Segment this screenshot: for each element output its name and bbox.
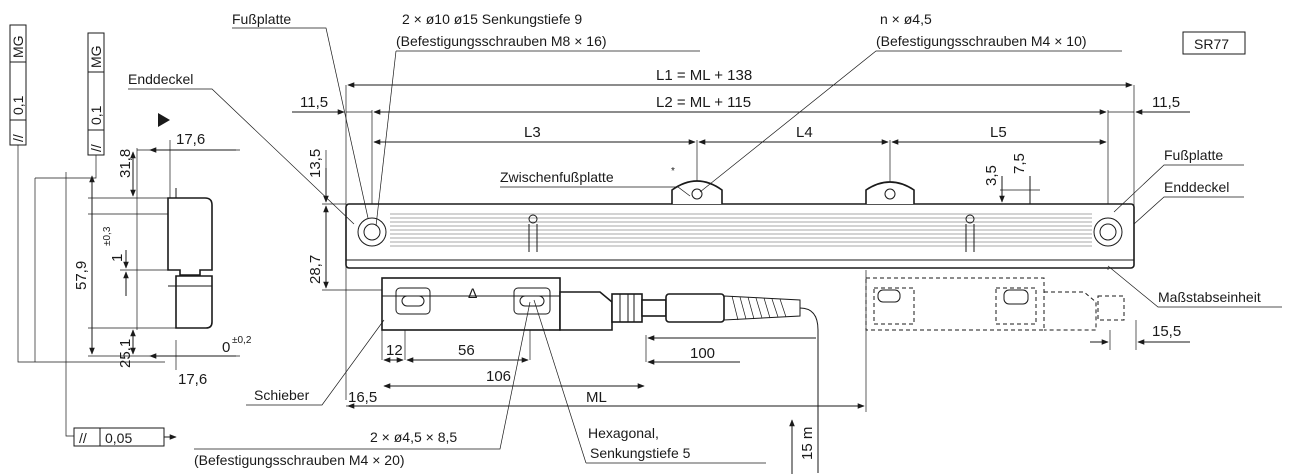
slider-alternate-position — [865, 277, 1125, 331]
side-dim-1: 1 — [109, 254, 126, 262]
dim-56: 56 — [458, 342, 475, 359]
label-slider-holes-screws: (Befestigungsschrauben M4 × 20) — [194, 452, 405, 468]
label-slider-holes: 2 × ø4,5 × 8,5 — [370, 429, 457, 445]
dim-11-5-right: 11,5 — [1152, 94, 1180, 111]
dim-ml: ML — [586, 389, 607, 406]
tf2-value: 0,1 — [88, 105, 104, 125]
delta-marker: Δ — [468, 285, 477, 301]
dim-13-5: 13,5 — [307, 149, 324, 178]
dim-l4: L4 — [796, 124, 813, 141]
label-enddeckel-right: Enddeckel — [1164, 179, 1229, 195]
dim-100: 100 — [690, 345, 715, 362]
slider-body — [381, 277, 561, 331]
dim-106: 106 — [486, 368, 511, 385]
dim-l1: L1 = ML + 138 — [656, 67, 752, 84]
side-profile-upper — [167, 197, 213, 276]
side-dim-57-9: 57,9 — [73, 261, 90, 290]
dim-16-5: 16,5 — [348, 389, 377, 406]
label-massstabseinheit: Maßstabseinheit — [1158, 289, 1261, 305]
intermediate-foot-right — [865, 181, 915, 204]
label-n-holes-screws: (Befestigungsschrauben M4 × 10) — [876, 33, 1087, 49]
callouts: Fußplatte Enddeckel 2 × ø10 ø15 Senkungs… — [128, 11, 1282, 468]
tf1-value: 0,1 — [10, 95, 26, 115]
label-zwischen-asterisk: * — [671, 166, 675, 177]
side-dim-1-tol: ±0,3 — [102, 226, 113, 246]
model-badge: SR77 — [1194, 36, 1229, 52]
cable-spring — [723, 295, 801, 321]
side-dim-17-6-top: 17,6 — [176, 131, 205, 148]
side-dim-17-6-bot: 17,6 — [178, 371, 207, 388]
dim-28-7: 28,7 — [307, 255, 324, 284]
label-n-holes: n × ø4,5 — [880, 11, 932, 27]
label-zwischenfussplatte: Zwischenfußplatte — [500, 169, 614, 185]
tf1-symbol: // — [10, 134, 26, 142]
tf2-symbol: // — [88, 144, 104, 152]
dim-7-5: 7,5 — [1011, 153, 1028, 174]
tf3-value: 0,05 — [105, 430, 132, 446]
label-fussplatte-left: Fußplatte — [232, 11, 291, 27]
dim-cable-15m: 15 m — [799, 427, 816, 460]
dim-l2: L2 = ML + 115 — [656, 94, 751, 111]
side-dim-0-tol: ±0,2 — [232, 335, 252, 346]
label-bolt-holes-screws: (Befestigungsschrauben M8 × 16) — [396, 33, 607, 49]
dim-l3: L3 — [524, 124, 541, 141]
dim-15-5: 15,5 — [1152, 323, 1181, 340]
dim-l5: L5 — [990, 124, 1007, 141]
label-bolt-holes: 2 × ø10 ø15 Senkungstiefe 9 — [402, 11, 582, 27]
side-dim-31-8: 31,8 — [117, 149, 134, 178]
label-schieber: Schieber — [254, 387, 310, 403]
scale-grooves — [390, 213, 1092, 247]
dim-12: 12 — [386, 342, 403, 359]
tf3-symbol: // — [79, 430, 87, 446]
side-view: // 0,1 MG // 0,1 MG — [9, 24, 252, 447]
label-enddeckel-left: Enddeckel — [128, 71, 193, 87]
tolerance-frame-1: // 0,1 MG — [9, 24, 27, 146]
tf1-datum: MG — [10, 35, 26, 58]
side-dim-0: 0 — [222, 339, 230, 356]
side-dim-25-1: 25,1 — [117, 339, 134, 368]
dim-11-5-left: 11,5 — [300, 94, 328, 111]
front-view: L1 = ML + 138 L2 = ML + 115 11,5 11,5 L3… — [292, 67, 1190, 474]
side-profile-lower — [175, 275, 213, 329]
dim-3-5: 3,5 — [983, 165, 1000, 186]
tf2-datum: MG — [88, 45, 104, 68]
tolerance-frame-3: // 0,05 — [73, 427, 165, 447]
tolerance-frame-2: // 0,1 MG — [87, 32, 105, 156]
model-badge-box — [1182, 31, 1246, 55]
label-fussplatte-right: Fußplatte — [1164, 147, 1223, 163]
label-hexagonal: Hexagonal, — [588, 425, 659, 441]
label-senkung5: Senkungstiefe 5 — [590, 445, 691, 461]
scale-body — [345, 203, 1135, 269]
intermediate-foot-left — [671, 180, 723, 204]
